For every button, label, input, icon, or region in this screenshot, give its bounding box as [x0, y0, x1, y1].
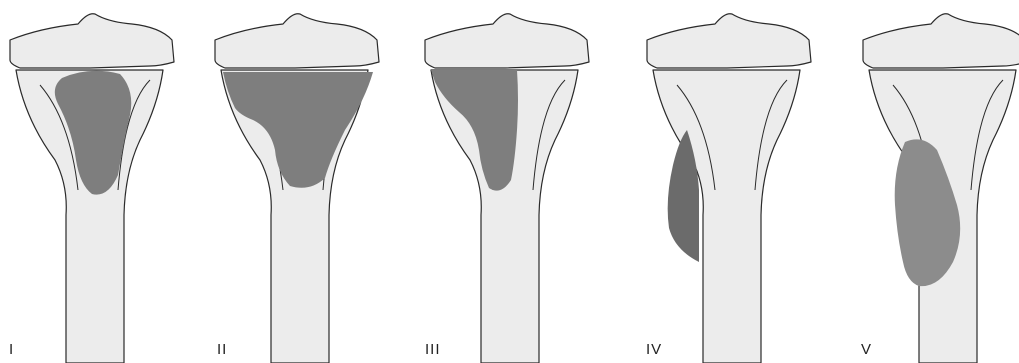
panel-type-ii: II [205, 0, 405, 363]
tibial-plateau [215, 14, 379, 68]
tibia-drawing-v [853, 0, 1019, 363]
panel-label: III [425, 341, 441, 358]
panel-label: IV [646, 341, 662, 358]
tibia-drawing-ii [205, 0, 405, 363]
panel-type-iv: IV [637, 0, 837, 363]
tibia-drawing-iv [637, 0, 837, 363]
panel-label: II [217, 341, 227, 358]
panel-type-v: V [853, 0, 1019, 363]
tibia-drawing-i [0, 0, 200, 363]
panel-label: I [9, 341, 14, 358]
tibial-plateau [10, 14, 174, 68]
tibial-plateau [647, 14, 811, 68]
tibial-plateau [863, 14, 1019, 68]
lesion-region [431, 70, 518, 191]
panel-type-iii: III [415, 0, 615, 363]
tibial-plateau [425, 14, 589, 68]
panel-type-i: I [0, 0, 200, 363]
panel-label: V [861, 341, 872, 358]
tibia-drawing-iii [415, 0, 615, 363]
